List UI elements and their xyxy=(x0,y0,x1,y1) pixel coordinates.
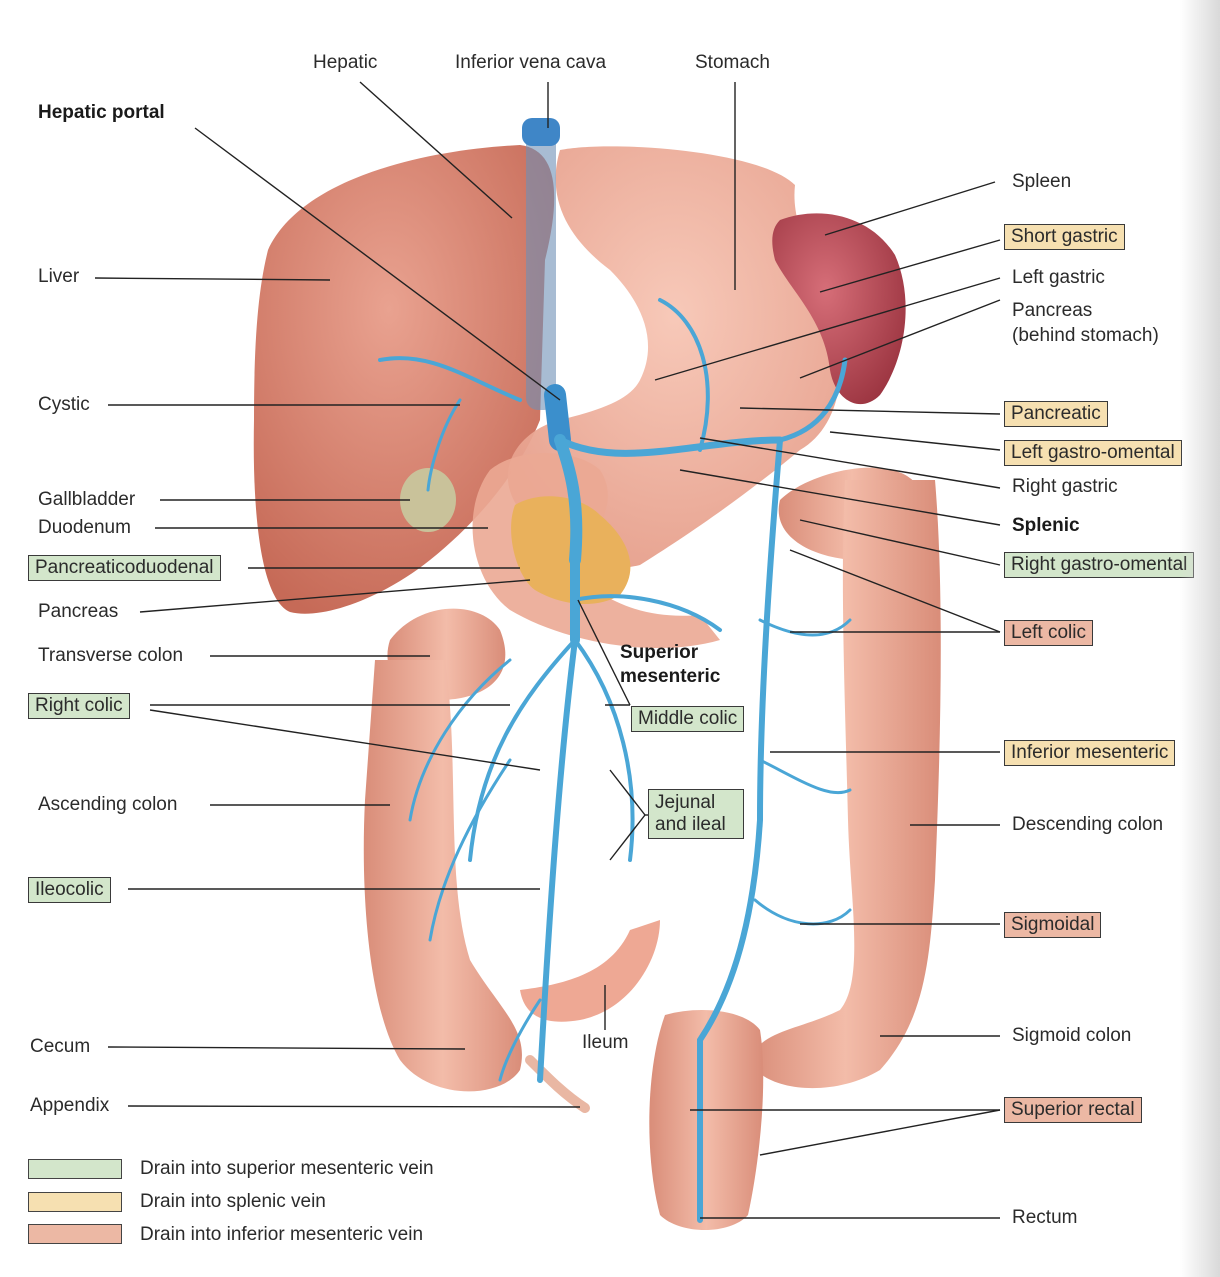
gallbladder-shape xyxy=(400,468,456,532)
label-gallbladder: Gallbladder xyxy=(38,489,136,510)
label-inferior-vena-cava: Inferior vena cava xyxy=(455,52,607,73)
rectum-shape xyxy=(649,1010,764,1230)
label-hepatic: Hepatic xyxy=(313,52,378,73)
label-right-gastric: Right gastric xyxy=(1012,476,1118,497)
label-descending-colon: Descending colon xyxy=(1012,814,1164,835)
label-spleen: Spleen xyxy=(1012,171,1072,192)
page-edge-shadow xyxy=(1180,0,1220,1277)
ileum-shape xyxy=(520,920,660,1022)
box-superior-rectal: Superior rectal xyxy=(1004,1097,1142,1123)
label-splenic: Splenic xyxy=(1012,515,1080,536)
label-appendix: Appendix xyxy=(30,1095,110,1116)
label-cystic: Cystic xyxy=(38,394,90,415)
box-left-colic: Left colic xyxy=(1004,620,1093,646)
box-inferior-mesenteric: Inferior mesenteric xyxy=(1004,740,1176,766)
legend-swatch-superior-mesenteric xyxy=(28,1159,122,1179)
legend-text-inferior-mesenteric: Drain into inferior mesenteric vein xyxy=(140,1224,424,1245)
label-superior-mesenteric-2: mesenteric xyxy=(620,666,721,687)
label-liver: Liver xyxy=(38,266,80,287)
label-sigmoid-colon: Sigmoid colon xyxy=(1012,1025,1132,1046)
label-pancreas: Pancreas xyxy=(38,601,119,622)
vein-network xyxy=(378,298,852,1223)
ivc-shape xyxy=(526,120,556,410)
legend-swatch-splenic xyxy=(28,1192,122,1212)
label-rectum: Rectum xyxy=(1012,1207,1078,1228)
label-hepatic-portal: Hepatic portal xyxy=(38,102,165,123)
box-jejunal-ileal: Jejunal and ileal xyxy=(648,789,744,839)
legend-swatch-inferior-mesenteric xyxy=(28,1224,122,1244)
legend-text-splenic: Drain into splenic vein xyxy=(140,1191,326,1212)
label-ileum: Ileum xyxy=(582,1032,629,1053)
label-left-gastric: Left gastric xyxy=(1012,267,1105,288)
box-ileocolic: Ileocolic xyxy=(28,877,111,903)
stomach-shape xyxy=(507,146,841,568)
box-middle-colic: Middle colic xyxy=(631,706,745,732)
box-short-gastric: Short gastric xyxy=(1004,224,1125,250)
label-superior-mesenteric-1: Superior xyxy=(620,642,699,663)
box-left-gastro-omental: Left gastro-omental xyxy=(1004,440,1182,466)
label-stomach: Stomach xyxy=(695,52,770,73)
box-sigmoidal: Sigmoidal xyxy=(1004,912,1102,938)
ascending-colon-shape xyxy=(363,660,522,1092)
legend-text-superior-mesenteric: Drain into superior mesenteric vein xyxy=(140,1158,434,1179)
spleen-shape xyxy=(772,213,906,405)
label-duodenum: Duodenum xyxy=(38,517,131,538)
label-transverse-colon: Transverse colon xyxy=(38,645,184,666)
label-pancreas-behind-1: Pancreas xyxy=(1012,300,1093,321)
box-pancreaticoduodenal: Pancreaticoduodenal xyxy=(28,555,221,581)
box-right-colic: Right colic xyxy=(28,693,130,719)
box-right-gastro-omental: Right gastro-omental xyxy=(1004,552,1195,578)
label-cecum: Cecum xyxy=(30,1036,91,1057)
box-pancreatic: Pancreatic xyxy=(1004,401,1108,427)
appendix-shape xyxy=(525,1055,590,1113)
label-ascending-colon: Ascending colon xyxy=(38,794,178,815)
label-pancreas-behind-2: (behind stomach) xyxy=(1012,325,1159,346)
leader-lines xyxy=(94,81,1001,1219)
